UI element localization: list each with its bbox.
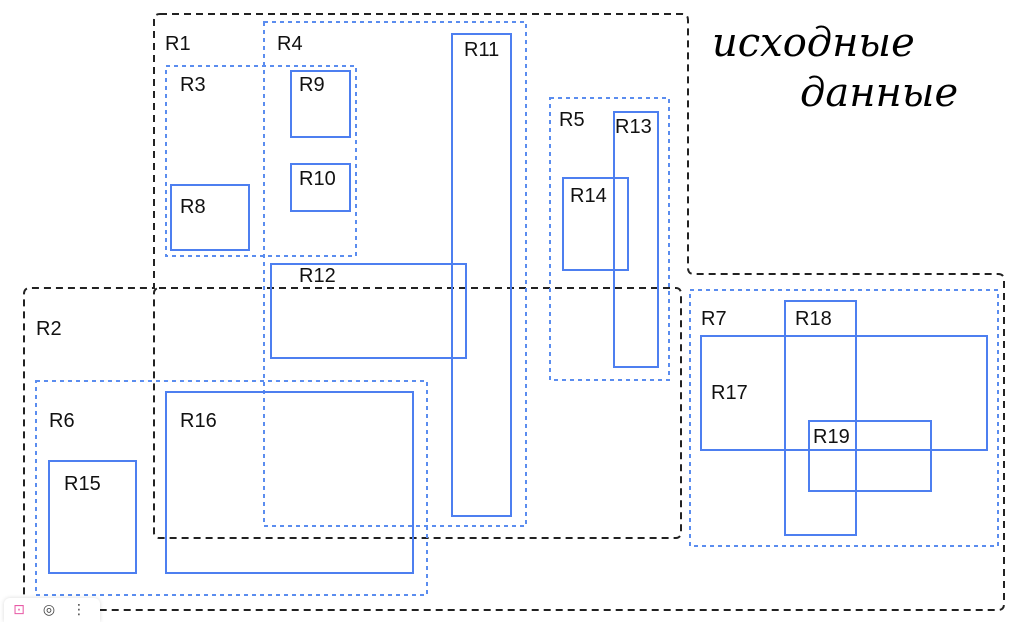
region-r8-border <box>170 184 250 251</box>
region-r6-border <box>35 380 428 596</box>
region-r3-label: R3 <box>180 74 206 96</box>
region-r16-border <box>165 391 414 574</box>
region-r16-label: R16 <box>180 410 217 432</box>
region-r4-border <box>263 21 527 527</box>
region-r7-label: R7 <box>701 308 727 330</box>
region-r19-label: R19 <box>813 426 850 448</box>
region-r15-border <box>48 460 137 574</box>
region-r14-label: R14 <box>570 185 607 207</box>
region-r10-border <box>290 163 351 212</box>
camera-icon[interactable]: ◎ <box>42 602 56 618</box>
region-r6-label: R6 <box>49 410 75 432</box>
text-tool-icon[interactable]: ⊡ <box>13 602 25 618</box>
handwritten-annotation: исходные данные <box>712 20 958 116</box>
region-r15-label: R15 <box>64 473 101 495</box>
region-r11-border <box>451 33 512 517</box>
region-r12-border <box>270 263 467 359</box>
floating-toolbar: ⊡ ◎ ⋮ <box>4 598 100 622</box>
region-r2-border <box>153 287 682 539</box>
region-r10-label: R10 <box>299 168 336 190</box>
region-r17-label: R17 <box>711 382 748 404</box>
region-r13-border <box>613 111 659 368</box>
region-r1-label: R1 <box>165 33 191 55</box>
region-r9-label: R9 <box>299 74 325 96</box>
more-options-icon[interactable]: ⋮ <box>72 602 86 618</box>
region-r1-border <box>23 13 1005 611</box>
region-r9-border <box>290 70 351 138</box>
region-r12-label: R12 <box>299 265 336 287</box>
region-r2-label: R2 <box>36 318 62 340</box>
region-r8-label: R8 <box>180 196 206 218</box>
region-r4-label: R4 <box>277 33 303 55</box>
region-r18-label: R18 <box>795 308 832 330</box>
region-r11-label: R11 <box>464 39 499 61</box>
region-r17-border <box>700 335 988 451</box>
region-r5-border <box>549 97 670 381</box>
region-r5-label: R5 <box>559 109 585 131</box>
region-r13-label: R13 <box>615 116 652 138</box>
region-r19-border <box>808 420 932 492</box>
region-r18-border <box>784 300 857 536</box>
region-r7-border <box>689 289 999 547</box>
region-r3-border <box>165 65 357 257</box>
region-r14-border <box>562 177 629 271</box>
